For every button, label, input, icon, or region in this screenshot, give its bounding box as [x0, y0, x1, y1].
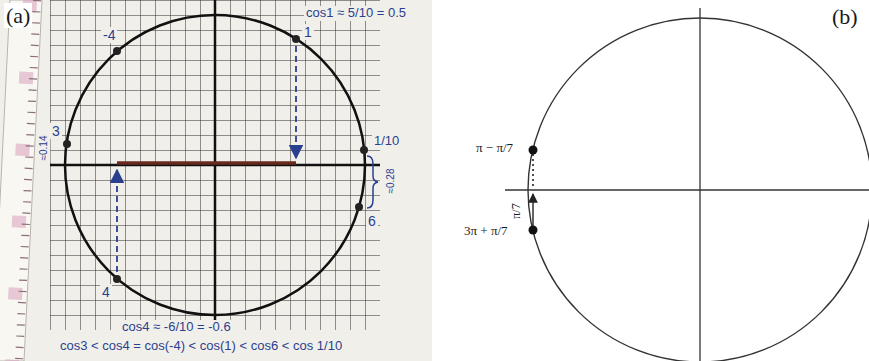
angle-label: 6 [366, 213, 378, 229]
y-axis [699, 8, 700, 361]
angle-point [63, 140, 71, 148]
panel-label: (a) [4, 3, 32, 28]
brace [367, 156, 378, 208]
angle-point [355, 203, 363, 211]
panel-label: (b) [830, 4, 860, 29]
angle-point [529, 146, 538, 155]
projection-dotted [532, 154, 534, 187]
cosine-estimate: cos1 ≈ 5/10 = 0.5 [304, 6, 408, 21]
unit-circle [65, 15, 365, 315]
angle-point [113, 47, 121, 55]
cosine-estimate: cos4 ≈ -6/10 = -0.6 [120, 320, 233, 335]
angle-label: -4 [101, 27, 117, 43]
angle-point [360, 146, 368, 154]
ruler [0, 0, 42, 361]
angle-label: 3π + π/7 [462, 224, 510, 239]
projection-arrow [116, 170, 118, 272]
angle-point [113, 275, 121, 283]
projection-arrow [532, 194, 533, 226]
cosine-segment [117, 161, 296, 165]
angle-label: π − π/7 [474, 141, 515, 156]
angle-label: 4 [100, 284, 112, 300]
ruler-ticks [19, 0, 37, 361]
ruler-marking [12, 0, 30, 361]
measurement-label: ≈0.14 [38, 134, 50, 163]
angle-label: 1 [302, 24, 314, 40]
angle-label: 3 [50, 123, 62, 139]
grid-paper [50, 0, 380, 330]
inequality: cos3 < cos4 = cos(-4) < cos(1) < cos6 < … [58, 339, 344, 354]
x-axis [50, 164, 380, 167]
angle-label: 1/10 [372, 134, 401, 149]
x-axis [505, 189, 869, 190]
angle-label: π/7 [510, 201, 524, 220]
angle-point [292, 35, 300, 43]
photo-background [0, 0, 432, 361]
projection-arrow [295, 46, 297, 158]
measurement-label: ≈0.28 [385, 167, 397, 196]
angle-point [529, 226, 538, 235]
